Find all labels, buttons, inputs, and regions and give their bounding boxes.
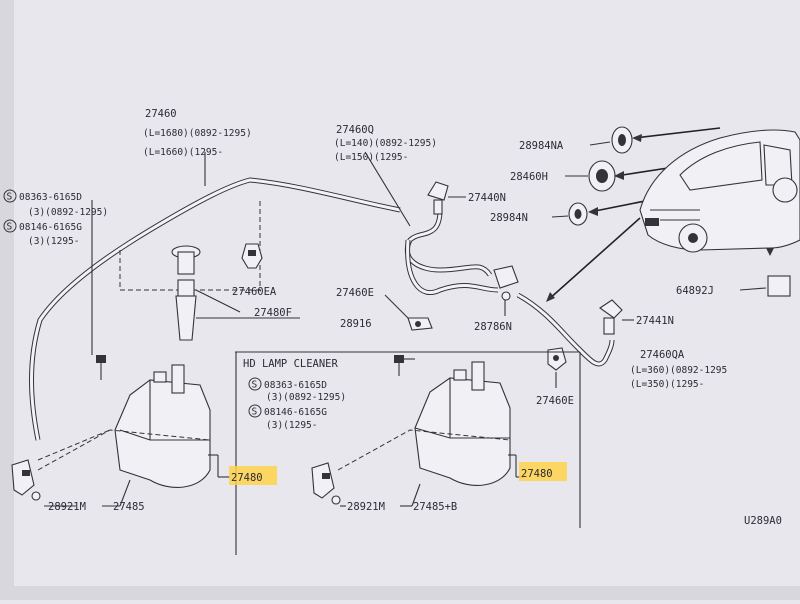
svg-text:S: S [7,192,13,203]
label-27460-l2: (L=1660)(1295- [143,147,223,158]
label-28460H: 28460H [510,171,548,183]
nozzle-27441N [599,299,634,335]
hose-27460 [29,152,401,441]
label-27460QA-l1: (L=360)(0892-1295 [630,365,727,376]
label-27460: 27460 [145,108,177,120]
label-s2-range: (3)(1295- [28,236,79,247]
filler-cap-27480F [171,245,300,341]
pump-right [311,429,511,507]
bottom-edge [0,586,800,600]
highlight-27480-left [229,466,277,485]
label-28984NA: 28984NA [519,140,564,152]
washer-tank-left [114,364,230,488]
hose-27460Q [364,151,499,295]
pump-left [11,429,211,507]
s-mark-4: S [248,404,262,418]
label-28916: 28916 [340,318,372,330]
clip-27460E-lower [547,347,567,388]
grommet-28984N [551,202,588,226]
bolt-right [394,355,415,376]
label-27441N: 27441N [636,315,674,327]
label-27460EA: 27460EA [232,286,277,298]
label-s2-code: 08146-6165G [19,222,82,233]
hd-lamp-cleaner-box [235,351,581,555]
clip-27460E-upper [384,294,433,331]
label-27485B: 27485+B [413,501,457,513]
label-s4-code: 08146-6165G [264,407,327,418]
svg-text:S: S [7,222,13,233]
label-s3-range: (3)(0892-1295) [266,392,346,403]
nozzle-27440N [427,181,466,215]
label-27460E-upper: 27460E [336,287,374,299]
s-mark-2: S [3,219,17,233]
label-27480F: 27480F [254,307,292,319]
hose-27460QA [516,292,615,367]
label-27480-right: 27480 [521,468,553,480]
highlight-27480-right [519,462,567,481]
label-s3-code: 08363-6165D [264,380,327,391]
label-27460Q-l2: (L=150)(1295- [334,152,408,163]
label-64892J: 64892J [676,285,714,297]
car-illustration [639,129,800,253]
diagram-code: U289A0 [744,515,782,527]
label-s1-code: 08363-6165D [19,192,82,203]
label-27460Q: 27460Q [336,124,374,136]
clip-27460EA [241,243,263,269]
svg-text:S: S [252,407,258,418]
label-s4-range: (3)(1295- [266,420,317,431]
s-mark-3: S [248,377,262,391]
label-s1-range: (3)(0892-1295) [28,207,108,218]
joint-28786N [493,265,519,316]
hd-lamp-cleaner-title: HD LAMP CLEANER [243,358,339,370]
left-edge [0,0,14,600]
label-27460-l1: (L=1680)(0892-1295) [143,128,252,139]
label-27460QA-l2: (L=350)(1295- [630,379,704,390]
s-mark-1: S [3,189,17,203]
label-28984N: 28984N [490,212,528,224]
label-27460QA: 27460QA [640,349,685,361]
label-28921M-left: 28921M [48,501,86,513]
label-27485: 27485 [113,501,145,513]
grommet-28984NA [589,126,633,154]
svg-text:S: S [252,380,258,391]
dashed-guides-top [119,200,261,291]
label-27440N: 27440N [468,192,506,204]
label-28921M-right: 28921M [347,501,385,513]
bolt-left [91,200,106,380]
washer-tank-right [414,361,524,486]
label-27460Q-l1: (L=140)(0892-1295) [334,138,437,149]
label-28786N: 28786N [474,321,512,333]
label-27480-left: 27480 [231,472,263,484]
tag-64892J [739,275,791,297]
label-27460E-lower: 27460E [536,395,574,407]
grommet-28460H [565,160,616,192]
